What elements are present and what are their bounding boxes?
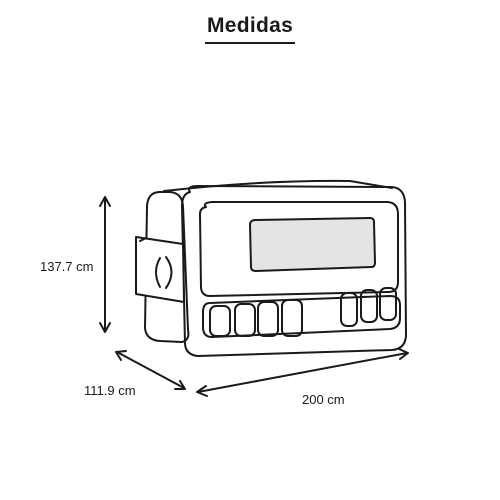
height-label: 137.7 cm <box>40 259 94 274</box>
side-mounting-bracket <box>135 236 185 303</box>
display-window <box>249 217 376 272</box>
keypad-button-3 <box>257 301 279 337</box>
width-label: 200 cm <box>302 392 345 407</box>
device-front-body <box>181 185 407 357</box>
depth-dimension-arrow <box>115 350 186 390</box>
keypad-button-7 <box>379 287 397 321</box>
keypad-button-2 <box>234 303 256 337</box>
keypad-button-6 <box>360 289 378 323</box>
title-underline <box>205 42 295 44</box>
keypad-button-5 <box>340 292 358 327</box>
device-back-housing <box>144 191 190 343</box>
height-dimension-arrow <box>99 196 111 333</box>
device-inner-bezel <box>199 201 399 297</box>
keypad-panel <box>202 295 401 338</box>
keypad-button-1 <box>209 305 231 337</box>
width-dimension-arrow <box>196 348 409 397</box>
weighing-indicator-device <box>135 179 407 357</box>
depth-label: 111.9 cm <box>84 383 136 398</box>
keypad-button-4 <box>281 299 303 337</box>
page-title: Medidas <box>206 14 294 37</box>
